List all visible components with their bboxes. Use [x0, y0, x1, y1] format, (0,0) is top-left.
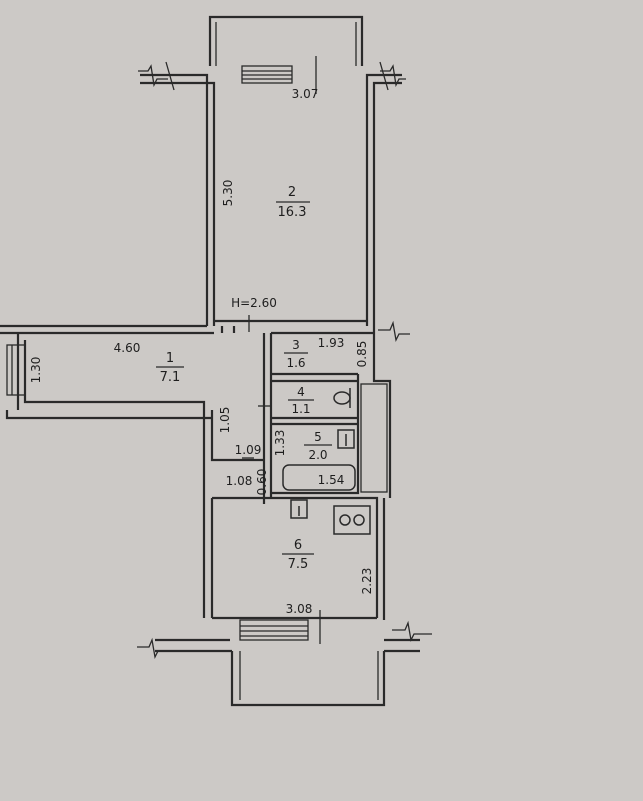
dim-room3-depth: 0.85 [355, 341, 369, 368]
room-4-label: 4 1.1 [288, 385, 314, 416]
dim-room2-length: 5.30 [221, 180, 235, 207]
room-1-label: 1 7.1 [156, 351, 184, 385]
room-area: 1.1 [291, 402, 310, 416]
room-number: 4 [297, 385, 305, 399]
sink-icon [337, 429, 355, 449]
room-2-label: 2 16.3 [276, 185, 310, 220]
stove-icon [333, 505, 371, 535]
dim-kitchen-depth: 2.23 [360, 568, 374, 595]
room-6-label: 6 7.5 [282, 538, 314, 572]
upper-balcony [208, 15, 364, 66]
room-number: 6 [294, 538, 302, 553]
room-area: 7.5 [288, 557, 309, 572]
dim-kitchen-width: 3.08 [286, 602, 313, 616]
dim-hall-bottom: 1.08 [226, 474, 253, 488]
dim-room1-length: 4.60 [114, 341, 141, 355]
room-2-walls [140, 73, 402, 326]
bathtub-icon [282, 464, 356, 491]
lower-window [239, 610, 321, 644]
kitchen-sink-icon [290, 499, 308, 519]
room-area: 7.1 [160, 370, 181, 385]
toilet-icon [333, 388, 351, 408]
lower-balcony [230, 651, 386, 707]
dim-hall-step: 1.09 [235, 443, 262, 457]
dim-bath-width: 1.33 [273, 430, 287, 457]
dim-room1-side: 1.30 [29, 357, 43, 384]
dim-room3-width: 1.93 [318, 336, 345, 350]
room-number: 2 [288, 185, 296, 200]
dim-bath-length: 1.54 [318, 473, 345, 487]
room-1-walls [0, 324, 264, 618]
room-area: 16.3 [278, 205, 307, 220]
dimension-ticks [165, 56, 389, 459]
room-3-label: 3 1.6 [284, 338, 308, 370]
room-number: 3 [292, 338, 300, 352]
room-5-label: 5 2.0 [304, 430, 332, 462]
dim-ceiling-height: H=2.60 [231, 296, 277, 310]
room-area: 1.6 [286, 356, 305, 370]
dim-room2-width: 3.07 [292, 87, 319, 101]
wet-rooms-walls [262, 326, 392, 504]
room-area: 2.0 [308, 448, 327, 462]
room-number: 1 [166, 351, 174, 366]
break-marks [137, 64, 432, 660]
room-number: 5 [314, 430, 322, 444]
dim-corridor-width: 1.05 [218, 407, 232, 434]
dim-kitchen-niche: 0.60 [255, 469, 269, 496]
upper-window [241, 65, 293, 84]
room-6-walls [155, 496, 420, 653]
